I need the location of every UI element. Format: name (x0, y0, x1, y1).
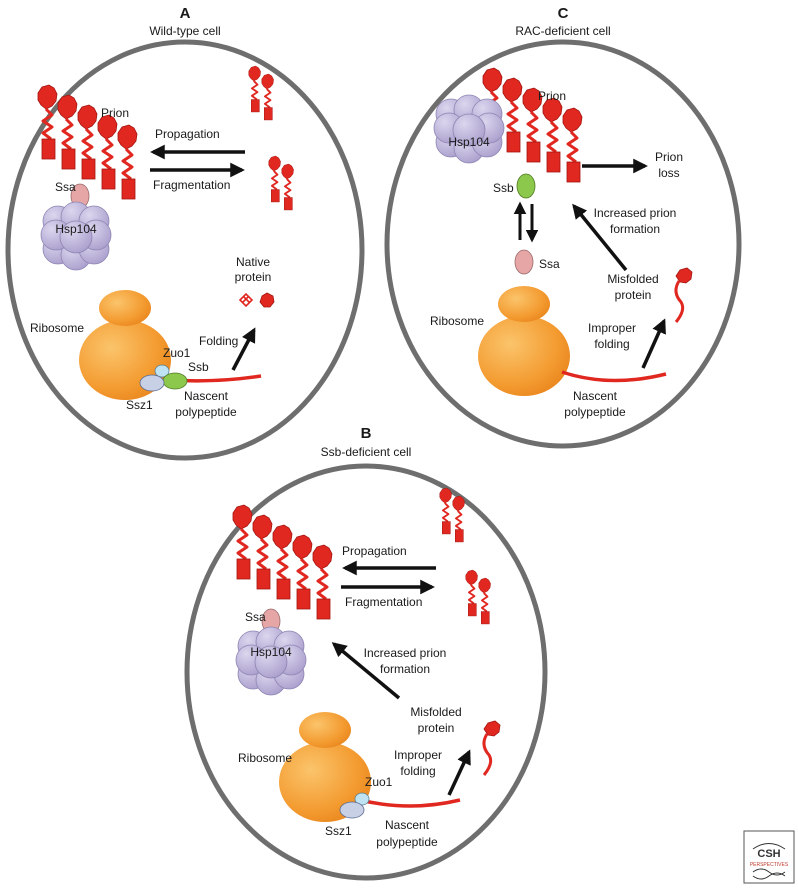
panel-a: A Wild-type cell Prion Propagation Fragm… (5, 5, 365, 461)
misfolded-label-b-1: Misfolded (410, 705, 461, 719)
prion-fragment-a-top (249, 66, 274, 120)
ssb-label-a: Ssb (188, 360, 209, 374)
ssz1-label-a: Ssz1 (126, 398, 153, 412)
hsp104-label-a: Hsp104 (55, 222, 97, 236)
folding-arrow-a (231, 327, 256, 371)
propagation-label-a: Propagation (155, 127, 220, 141)
panel-a-title: Wild-type cell (149, 24, 220, 38)
improper-label-b-1: Improper (394, 748, 442, 762)
nascent-label-a-1: Nascent (184, 389, 229, 403)
nascent-label-c-2: polypeptide (564, 405, 626, 419)
improper-arrow-c (641, 318, 666, 369)
ssb-c (516, 173, 536, 199)
ribosome-label-b: Ribosome (238, 751, 292, 765)
nascent-label-c-1: Nascent (573, 389, 618, 403)
misfolded-protein-b (482, 720, 501, 776)
cell-c-outline (384, 39, 742, 449)
zuo1-label-b: Zuo1 (365, 775, 393, 789)
ssa-c (514, 249, 534, 275)
prion-fibril-a (38, 85, 137, 199)
logo-sub-text: PERSPECTIVES (750, 862, 789, 868)
improper-label-c-2: folding (594, 337, 629, 351)
increased-arrow-b (331, 642, 401, 700)
improper-label-b-2: folding (400, 764, 435, 778)
nascent-chain-c (561, 370, 667, 383)
prion-label-c: Prion (538, 89, 566, 103)
ribosome-label-c: Ribosome (430, 314, 484, 328)
fragmentation-label-a: Fragmentation (153, 178, 230, 192)
native-label-a-2: protein (235, 270, 272, 284)
folding-label-a: Folding (199, 334, 238, 348)
hsp104-label-b: Hsp104 (250, 645, 292, 659)
native-label-a-1: Native (236, 255, 270, 269)
hsp104-b (235, 626, 307, 696)
ribosome-c (478, 286, 570, 396)
ssa-label-b: Ssa (245, 610, 266, 624)
hsp104-c (433, 94, 505, 164)
cell-b-outline (184, 463, 548, 881)
nascent-label-b-1: Nascent (385, 818, 430, 832)
increased-label-b-2: formation (380, 662, 430, 676)
misfolded-label-b-2: protein (418, 721, 455, 735)
nascent-label-a-2: polypeptide (175, 405, 237, 419)
prion-loss-label-c-1: Prion (655, 150, 683, 164)
ssa-label-a: Ssa (55, 180, 76, 194)
ssz1-label-b: Ssz1 (325, 824, 352, 838)
propagation-label-b: Propagation (342, 544, 407, 558)
prion-fragment-b-bottom (466, 570, 491, 624)
panel-a-letter: A (180, 5, 191, 22)
misfolded-label-c-1: Misfolded (607, 272, 658, 286)
panel-c-title: RAC-deficient cell (515, 24, 610, 38)
panel-b: B Ssb-deficient cell Propagation Fragmen… (184, 425, 548, 881)
ribosome-label-a: Ribosome (30, 321, 84, 335)
improper-label-c-1: Improper (588, 321, 636, 335)
ssz1-b (339, 801, 365, 819)
panel-b-letter: B (361, 425, 372, 442)
native-protein-a (238, 292, 275, 308)
improper-arrow-b (447, 749, 471, 796)
ssb-a (162, 372, 188, 390)
increased-label-b-1: Increased prion (364, 646, 447, 660)
logo-main-text: CSH (757, 848, 780, 860)
ssa-label-c: Ssa (539, 257, 560, 271)
prion-fragment-a-bottom (269, 156, 294, 210)
panel-b-title: Ssb-deficient cell (321, 445, 412, 459)
prion-label-a: Prion (101, 106, 129, 120)
increased-label-c-2: formation (610, 222, 660, 236)
panel-c-letter: C (558, 5, 569, 22)
ssz1-a (139, 374, 165, 392)
panel-c: C RAC-deficient cell Prion Hsp104 Prion … (384, 5, 742, 449)
zuo1-b (354, 792, 370, 806)
hsp104-a (40, 201, 112, 271)
prion-fibril-b (233, 505, 332, 619)
increased-arrow-c (572, 203, 628, 272)
zuo1-a (154, 364, 170, 378)
misfolded-protein-c (674, 267, 693, 323)
fragmentation-label-b: Fragmentation (345, 595, 422, 609)
prion-loss-label-c-2: loss (658, 166, 679, 180)
cell-a-outline (5, 39, 365, 461)
zuo1-label-a: Zuo1 (163, 346, 191, 360)
nascent-label-b-2: polypeptide (376, 835, 438, 849)
increased-label-c-1: Increased prion (594, 206, 677, 220)
nascent-chain-b (359, 798, 461, 808)
csh-perspectives-logo: CSH PERSPECTIVES (743, 830, 795, 884)
misfolded-label-c-2: protein (615, 288, 652, 302)
hsp104-label-c: Hsp104 (448, 135, 490, 149)
ssb-label-c: Ssb (493, 181, 514, 195)
